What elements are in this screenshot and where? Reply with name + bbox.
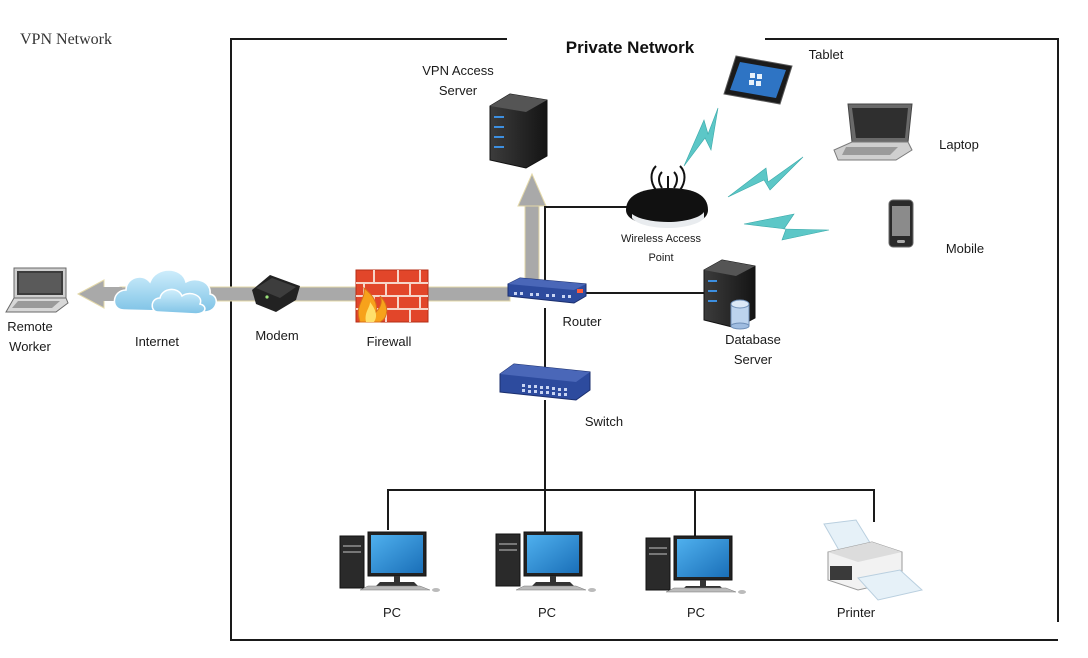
wireless-bolt-tablet [683, 107, 719, 167]
mobile-phone-icon [888, 199, 914, 248]
database-server-label: Database Server [725, 332, 781, 367]
internet-label: Internet [134, 334, 180, 349]
database-server-icon [703, 259, 756, 330]
internet-cloud-icon [113, 269, 217, 315]
private-network-title: Private Network [565, 38, 695, 57]
pc-2-icon [495, 531, 596, 592]
pc-2-label: PC [537, 605, 557, 620]
printer-label: Printer [836, 605, 876, 620]
vpn-network-label: VPN Network [20, 31, 112, 48]
laptop-icon [833, 103, 913, 161]
pc-3-label: PC [686, 605, 706, 620]
uplink-pipe [76, 172, 547, 309]
vpn-access-server-label: VPN Access Server [422, 63, 494, 98]
firewall-label: Firewall [366, 334, 412, 349]
pc-1-label: PC [382, 605, 402, 620]
switch-icon [499, 363, 591, 401]
wireless-bolt-mobile [743, 213, 830, 241]
router-label: Router [562, 314, 602, 329]
pc-1-icon [339, 531, 440, 592]
wireless-bolt-laptop [727, 156, 804, 198]
modem-icon [252, 275, 300, 312]
router-icon [507, 277, 587, 304]
wired-links [387, 206, 875, 537]
laptop-label: Laptop [939, 137, 979, 152]
remote-worker-laptop-icon [5, 267, 69, 313]
switch-label: Switch [584, 414, 624, 429]
wireless-links [683, 107, 830, 241]
pc-3-icon [645, 535, 746, 594]
wireless-access-point-icon [626, 165, 708, 228]
firewall-icon [355, 269, 429, 323]
mobile-label: Mobile [945, 241, 985, 256]
wireless-access-point-label: Wireless Access Point [620, 233, 702, 264]
tablet-label: Tablet [808, 47, 844, 62]
tablet-icon [723, 55, 793, 105]
modem-label: Modem [255, 328, 299, 343]
private-network-container [230, 38, 1059, 641]
remote-worker-label: Remote Worker [7, 319, 53, 354]
vpn-access-server-icon [489, 93, 548, 169]
printer-icon [823, 519, 924, 601]
